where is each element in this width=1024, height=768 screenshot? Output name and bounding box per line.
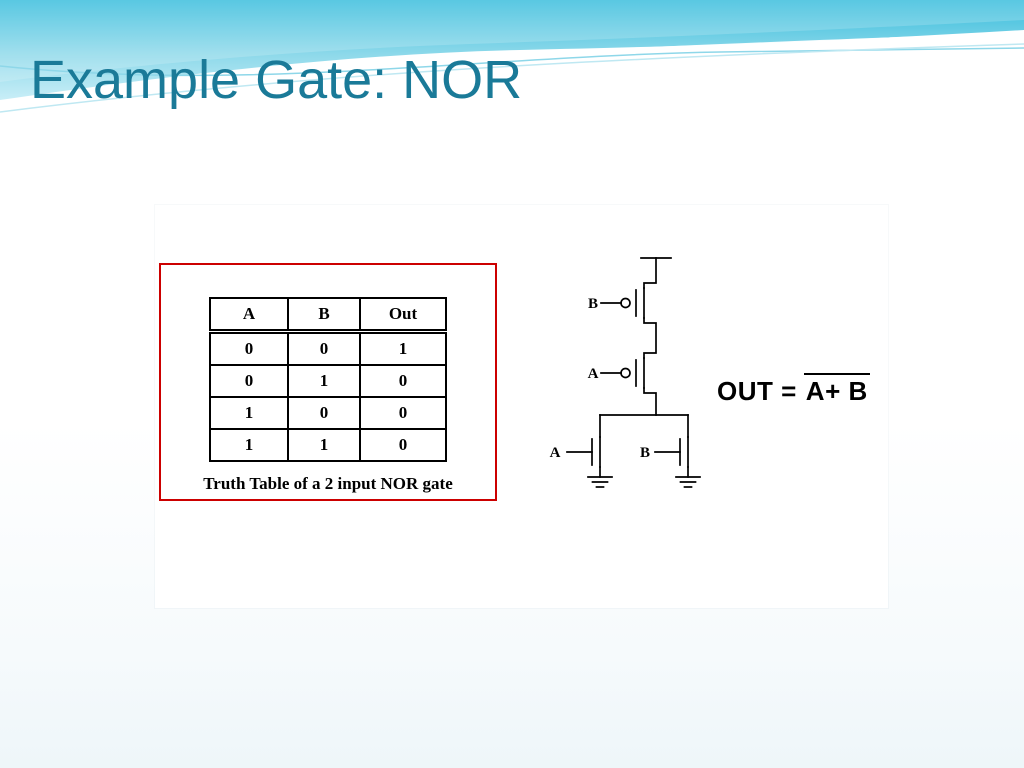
truth-table-cell: 0 bbox=[359, 364, 447, 398]
truth-table-row: 0 1 0 bbox=[209, 364, 447, 398]
output-formula: OUT =A+ B bbox=[717, 373, 870, 407]
truth-table-header-a: A bbox=[209, 297, 289, 334]
truth-table-cell: 0 bbox=[287, 396, 361, 430]
truth-table: A B Out 0 0 1 0 1 0 1 0 bbox=[209, 297, 447, 462]
pmos-transistor-a: A bbox=[588, 357, 645, 389]
truth-table-caption: Truth Table of a 2 input NOR gate bbox=[203, 474, 453, 493]
formula-overline-term: A+ B bbox=[803, 373, 870, 407]
truth-table-cell: 1 bbox=[359, 330, 447, 366]
pmos-gate-bubble bbox=[620, 367, 631, 379]
nmos-transistor-a: A bbox=[550, 414, 601, 478]
truth-table-header-row: A B Out bbox=[209, 297, 447, 334]
nmos-a-gate-label: A bbox=[550, 445, 561, 461]
slide-content-panel: A B Out 0 0 1 0 1 0 1 0 bbox=[155, 205, 888, 608]
truth-table-cell: 0 bbox=[359, 428, 447, 462]
ground-symbol bbox=[675, 476, 701, 488]
truth-table-row: 0 0 1 bbox=[209, 330, 447, 366]
truth-table-cell: 0 bbox=[209, 330, 289, 366]
truth-table-cell: 1 bbox=[287, 428, 361, 462]
truth-table-cell: 1 bbox=[287, 364, 361, 398]
truth-table-cell: 0 bbox=[287, 330, 361, 366]
truth-table-cell: 0 bbox=[359, 396, 447, 430]
pmos-a-gate-label: A bbox=[588, 366, 599, 382]
truth-table-cell: 1 bbox=[209, 396, 289, 430]
truth-table-cell: 1 bbox=[209, 428, 289, 462]
slide-title: Example Gate: NOR bbox=[30, 50, 523, 110]
truth-table-row: 1 0 0 bbox=[209, 396, 447, 430]
formula-prefix: OUT = bbox=[717, 376, 797, 406]
nmos-transistor-b: B bbox=[640, 414, 689, 478]
ground-symbol bbox=[587, 476, 613, 488]
truth-table-box: A B Out 0 0 1 0 1 0 1 0 bbox=[159, 263, 497, 501]
pmos-gate-bubble bbox=[620, 297, 631, 309]
truth-table-row: 1 1 0 bbox=[209, 428, 447, 462]
truth-table-cell: 0 bbox=[209, 364, 289, 398]
output-node-wire bbox=[599, 387, 689, 416]
vdd-symbol bbox=[640, 257, 672, 289]
truth-table-header-b: B bbox=[287, 297, 361, 334]
pmos-b-gate-label: B bbox=[588, 296, 598, 312]
nmos-b-gate-label: B bbox=[640, 445, 650, 461]
pmos-transistor-b: B bbox=[588, 287, 645, 319]
series-wire bbox=[643, 317, 657, 359]
nor-cmos-circuit-diagram: B A A bbox=[550, 257, 701, 488]
truth-table-header-out: Out bbox=[359, 297, 447, 334]
